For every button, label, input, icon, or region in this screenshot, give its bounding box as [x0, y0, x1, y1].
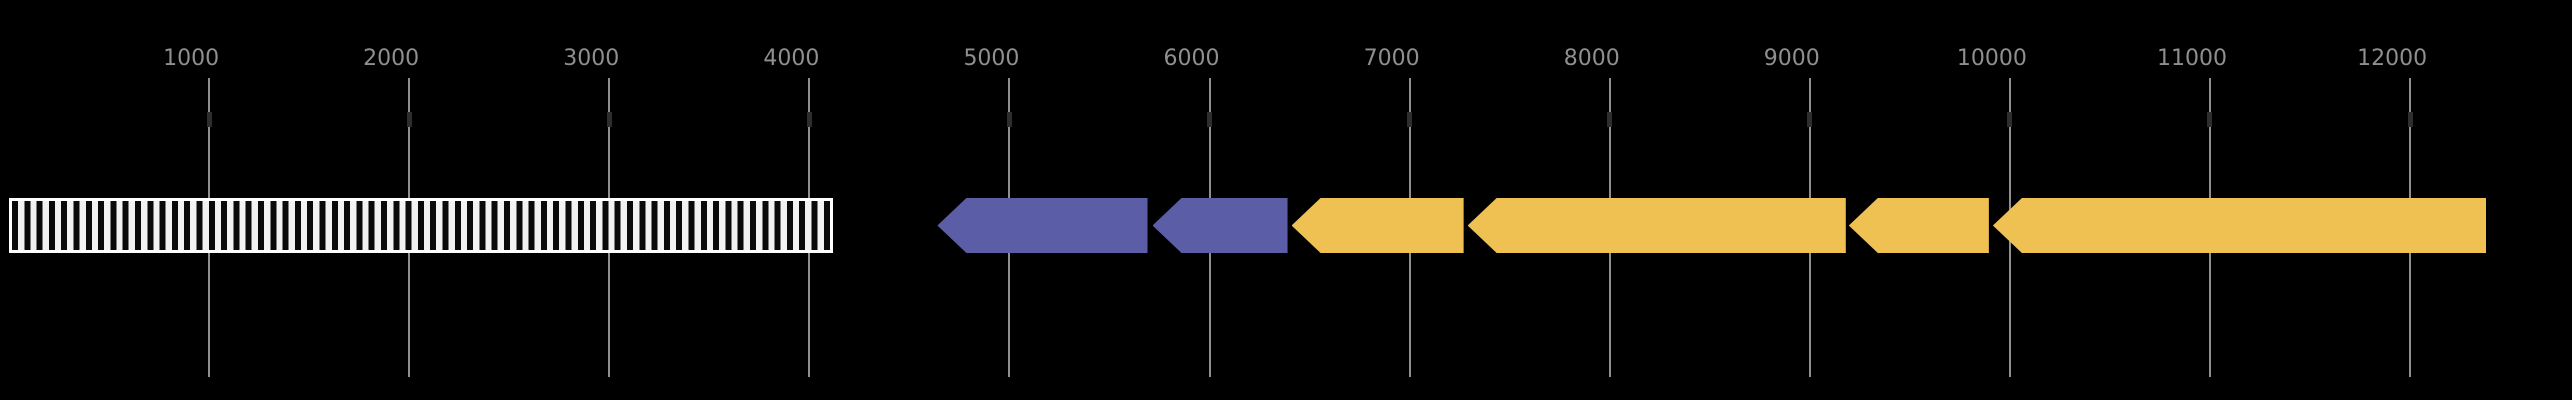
axis-tick-mark: [1607, 112, 1613, 127]
axis-tick-label: 10000: [1956, 46, 2027, 71]
axis-tick-label: 1000: [163, 46, 220, 71]
axis-tick-mark: [1807, 112, 1813, 127]
feature-arrow-3: [1291, 198, 1464, 253]
axis-tick-mark: [206, 112, 212, 127]
axis-tick-mark: [406, 112, 412, 127]
axis-tick-label: 12000: [2357, 46, 2428, 71]
axis-tick-mark: [2207, 112, 2213, 127]
axis-tick-label: 4000: [763, 46, 820, 71]
hatched-region: [9, 198, 834, 253]
axis-tick-label: 11000: [2156, 46, 2227, 71]
axis-tick-mark: [1006, 112, 1012, 127]
feature-arrow-2: [1152, 198, 1288, 253]
feature-arrow-5: [1848, 198, 1989, 253]
axis-tick-mark: [806, 112, 812, 127]
axis-tick-mark: [606, 112, 612, 127]
axis-tick-label: 9000: [1763, 46, 1820, 71]
axis-tick-label: 8000: [1563, 46, 1620, 71]
axis-tick-mark: [1407, 112, 1413, 127]
axis-tick-mark: [2007, 112, 2013, 127]
feature-arrow-1: [937, 198, 1148, 253]
axis-tick-label: 5000: [963, 46, 1020, 71]
axis-tick-label: 6000: [1163, 46, 1220, 71]
feature-arrow-6: [1992, 198, 2487, 253]
axis-tick-label: 7000: [1363, 46, 1420, 71]
axis-tick-mark: [2407, 112, 2413, 127]
axis-tick-mark: [1207, 112, 1213, 127]
feature-arrow-4: [1467, 198, 1846, 253]
axis-tick-label: 3000: [563, 46, 620, 71]
axis-tick-label: 2000: [363, 46, 420, 71]
